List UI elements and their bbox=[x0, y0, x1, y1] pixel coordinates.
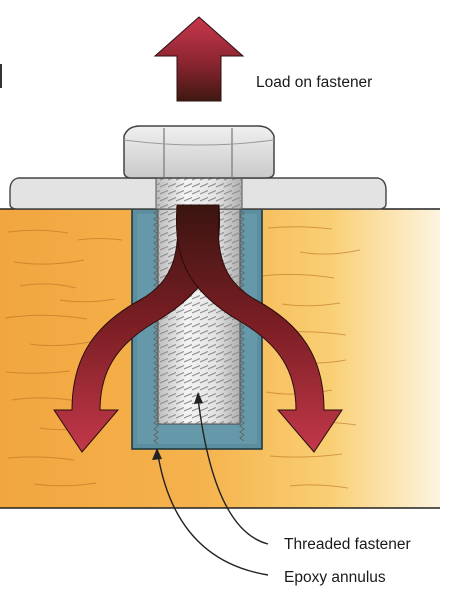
load-label: Load on fastener bbox=[256, 74, 372, 91]
leader-lines bbox=[152, 392, 269, 576]
threaded-fastener-label: Threaded fastener bbox=[284, 536, 411, 553]
epoxy-annulus-label: Epoxy annulus bbox=[284, 569, 386, 586]
load-arrow-right-icon bbox=[176, 204, 343, 453]
load-path-arrows bbox=[53, 204, 343, 453]
leader-epoxy-annulus bbox=[157, 454, 269, 576]
washer-hole-threads bbox=[156, 178, 242, 209]
load-arrow-icon bbox=[153, 16, 245, 102]
leader-threaded-fastener bbox=[197, 397, 269, 545]
hex-nut bbox=[123, 125, 275, 179]
